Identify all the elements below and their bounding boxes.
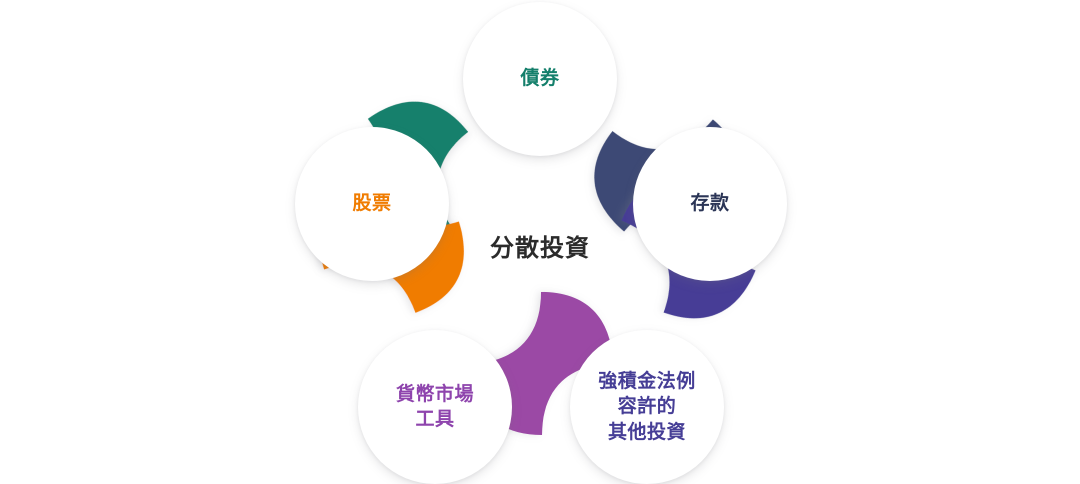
node-other-investments[interactable]: 強積金法例 容許的 其他投資 — [570, 330, 724, 484]
node-bonds[interactable]: 債券 — [463, 2, 617, 156]
node-stocks[interactable]: 股票 — [295, 127, 449, 281]
node-money-market-tools[interactable]: 貨幣市場 工具 — [358, 330, 512, 484]
node-stocks-label: 股票 — [352, 192, 392, 215]
node-other-investments-label: 強積金法例 容許的 其他投資 — [598, 369, 696, 443]
node-deposits[interactable]: 存款 — [633, 127, 787, 281]
center-title: 分散投資 — [490, 234, 590, 262]
node-bonds-label: 債券 — [520, 67, 560, 90]
node-deposits-label: 存款 — [690, 192, 730, 215]
node-money-market-tools-label: 貨幣市場 工具 — [395, 382, 474, 430]
